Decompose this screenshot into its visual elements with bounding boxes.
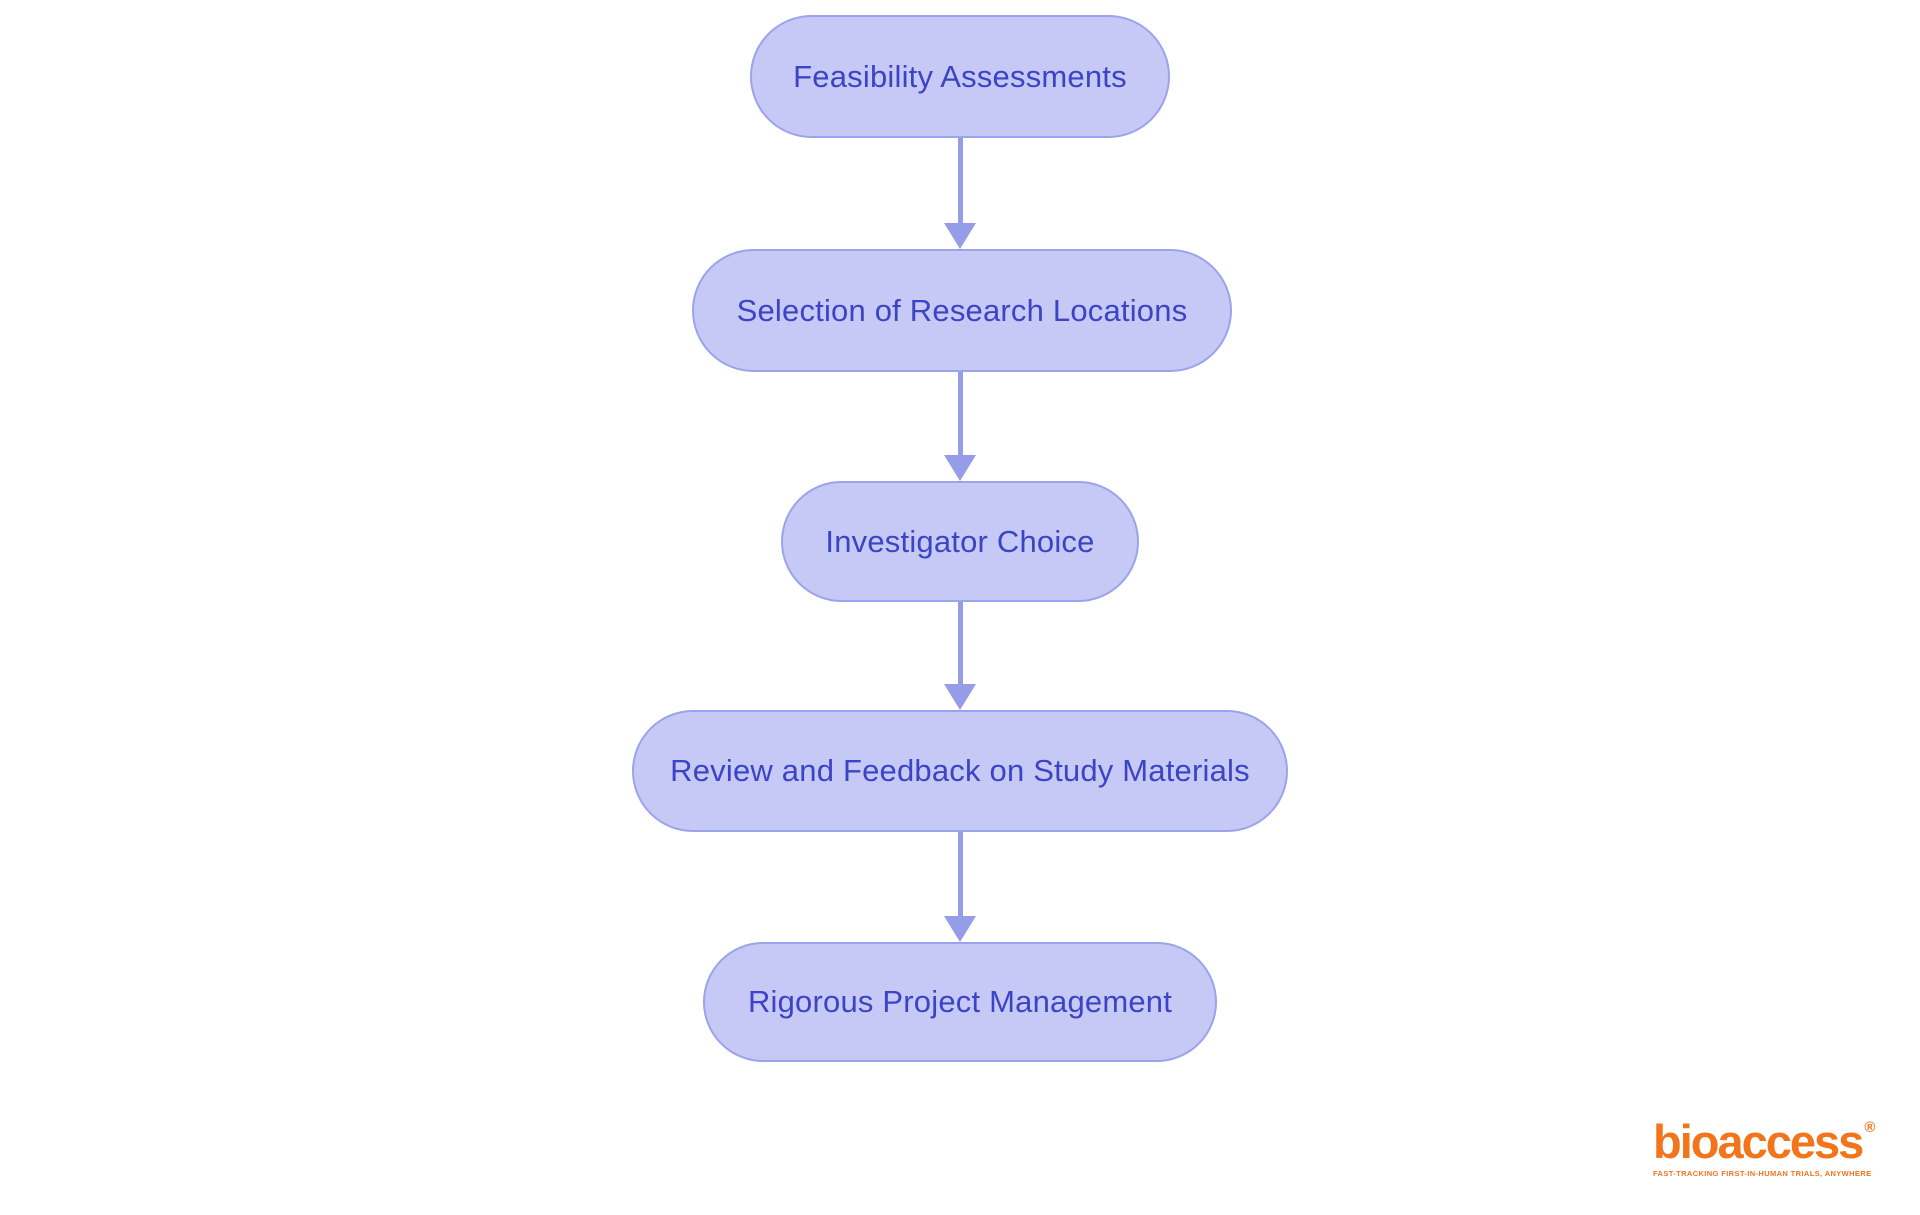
arrowhead-down-icon <box>944 455 976 481</box>
flow-arrow-2 <box>944 372 976 481</box>
arrowhead-down-icon <box>944 223 976 249</box>
flow-node-rigorous-project-management: Rigorous Project Management <box>703 942 1217 1062</box>
arrowhead-down-icon <box>944 916 976 942</box>
flow-node-label: Selection of Research Locations <box>736 292 1188 328</box>
flow-node-investigator-choice: Investigator Choice <box>781 481 1139 602</box>
arrow-line <box>957 602 963 684</box>
flow-arrow-4 <box>944 832 976 942</box>
arrowhead-down-icon <box>944 684 976 710</box>
flow-node-selection-of-research-locations: Selection of Research Locations <box>692 249 1232 372</box>
flow-node-review-and-feedback-on-study-materials: Review and Feedback on Study Materials <box>632 710 1288 832</box>
arrow-line <box>957 138 963 223</box>
flow-arrow-1 <box>944 138 976 249</box>
flow-node-label: Review and Feedback on Study Materials <box>670 753 1250 789</box>
flow-node-label: Feasibility Assessments <box>793 58 1127 94</box>
logo-wordmark: bioaccess <box>1653 1115 1864 1168</box>
arrow-line <box>957 372 963 455</box>
flow-node-feasibility-assessments: Feasibility Assessments <box>750 15 1170 138</box>
flow-node-label: Rigorous Project Management <box>747 984 1173 1020</box>
flow-node-label: Investigator Choice <box>825 523 1095 559</box>
arrow-line <box>957 832 963 916</box>
flow-arrow-3 <box>944 602 976 710</box>
bioaccess-logo: bioaccess ® FAST-TRACKING FIRST-IN-HUMAN… <box>1653 1118 1875 1178</box>
logo-tagline: FAST-TRACKING FIRST-IN-HUMAN TRIALS, ANY… <box>1653 1169 1872 1178</box>
registered-trademark-icon: ® <box>1864 1119 1876 1136</box>
